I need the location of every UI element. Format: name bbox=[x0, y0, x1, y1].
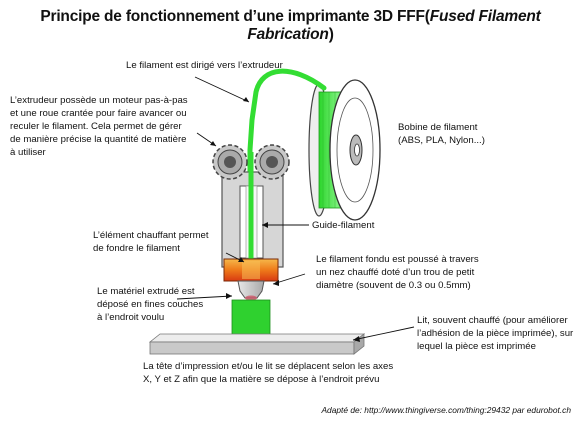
title-close: ) bbox=[328, 26, 334, 43]
source-credit: Adapté de: http://www.thingiverse.com/th… bbox=[321, 405, 571, 415]
drive-gears bbox=[212, 144, 290, 180]
page-title: Principe de fonctionnement d’une imprima… bbox=[0, 8, 581, 44]
label-extruder: L’extrudeur possède un moteur pas-à-pas … bbox=[10, 95, 188, 158]
filament-path bbox=[247, 68, 327, 271]
label-extruded: Le matériel extrudé est déposé en fines … bbox=[97, 286, 204, 323]
title-italic: Fused Filament Fabrication bbox=[247, 8, 541, 43]
callout-lines bbox=[176, 76, 415, 341]
label-filament-direction: Le filament est dirigé vers l’extrudeur bbox=[126, 60, 283, 71]
label-motion: La tête d’impression et/ou le lit se dép… bbox=[143, 361, 394, 385]
print-bed bbox=[148, 333, 366, 355]
title-text: Principe de fonctionnement d’une imprima… bbox=[40, 8, 430, 25]
label-bed: Lit, souvent chauffé (pour améliorer l’a… bbox=[417, 315, 574, 352]
nozzle bbox=[237, 280, 265, 299]
label-heater: L’élément chauffant permet de fondre le … bbox=[93, 230, 209, 254]
label-nozzle: Le filament fondu est poussé à travers u… bbox=[316, 254, 479, 291]
spool bbox=[308, 79, 381, 221]
label-spool: Bobine de filament (ABS, PLA, Nylon...) bbox=[398, 122, 485, 146]
label-guide: Guide-filament bbox=[312, 220, 375, 231]
extruder-body bbox=[221, 152, 284, 268]
